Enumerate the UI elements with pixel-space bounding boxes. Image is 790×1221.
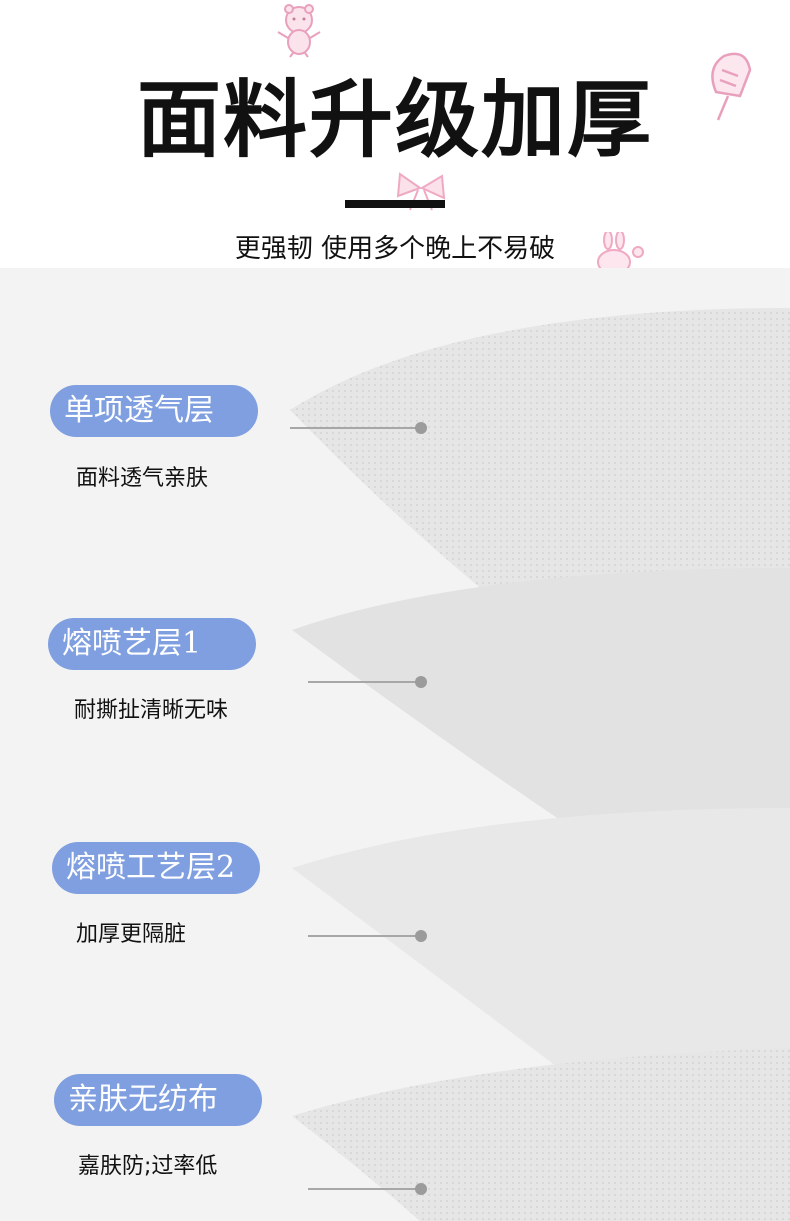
page-title: 面料升级加厚 (136, 71, 653, 169)
layer-badge-2: 熔喷艺层1 (48, 618, 256, 670)
layer-description-4: 嘉肤防;过率低 (78, 1154, 218, 1179)
layer-description-2: 耐撕扯清晰无味 (74, 698, 229, 723)
layer-connector-1 (290, 427, 418, 429)
layer-marker-1 (415, 422, 427, 434)
header: 面料升级加厚 更强韧 使用多个晚上不易破 (0, 0, 790, 268)
layer-description-1: 面料透气亲肤 (76, 466, 209, 491)
layer-connector-3 (308, 935, 420, 937)
layer-marker-2 (415, 676, 427, 688)
layer-badge-1: 单项透气层 (50, 385, 258, 437)
layer-marker-3 (415, 930, 427, 942)
popsicle-icon (711, 52, 752, 121)
layer-marker-4 (415, 1183, 427, 1195)
fabric-layers-illustration (0, 268, 790, 1221)
layer-badge-3: 熔喷工艺层2 (52, 842, 260, 894)
layer-connector-4 (308, 1188, 420, 1190)
layer-description-3: 加厚更隔脏 (76, 922, 187, 947)
layer-badge-4: 亲肤无纺布 (54, 1074, 262, 1126)
bunny-icon (597, 232, 644, 268)
layers-panel: 单项透气层 面料透气亲肤 熔喷艺层1 耐撕扯清晰无味 熔喷工艺层2 加厚更隔脏 … (0, 268, 790, 1221)
layer-connector-2 (308, 681, 420, 683)
page-subtitle: 更强韧 使用多个晚上不易破 (234, 234, 556, 264)
bear-icon (277, 4, 321, 58)
title-underline (345, 200, 445, 208)
